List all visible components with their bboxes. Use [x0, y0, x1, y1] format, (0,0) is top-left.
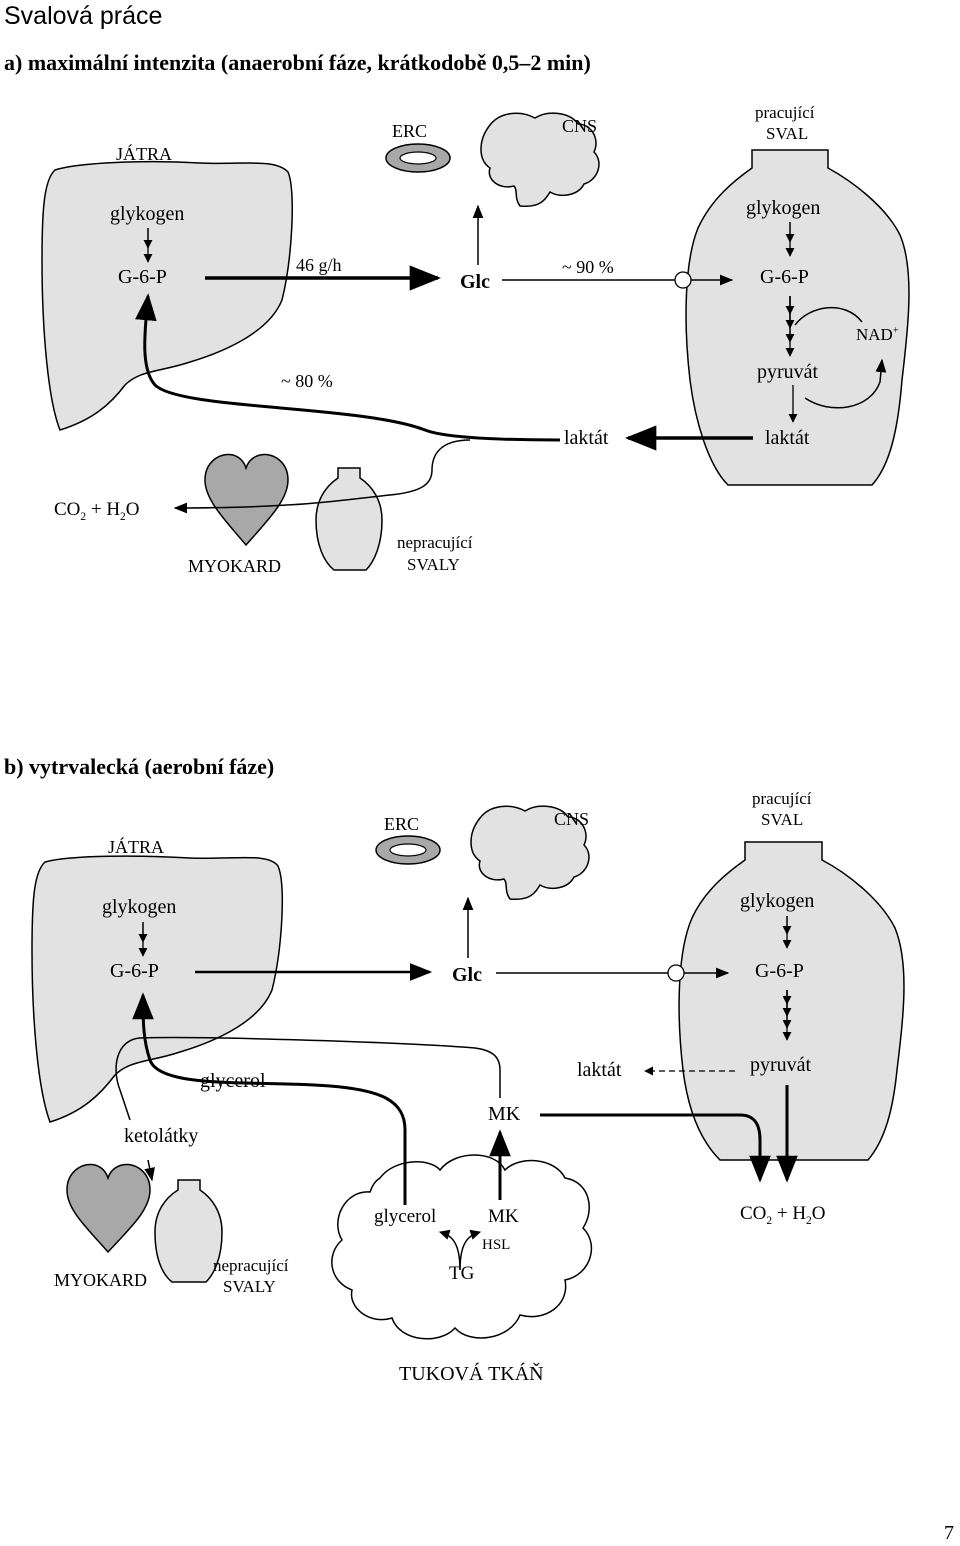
- rate-label: 46 g/h: [296, 255, 342, 275]
- adipose-tissue-label: TUKOVÁ TKÁŇ: [399, 1363, 544, 1385]
- muscle-lactate-a: laktát: [765, 427, 810, 449]
- erc-icon-a: [385, 143, 451, 173]
- liver-g6p-b: G-6-P: [110, 960, 159, 982]
- erc-label-a: ERC: [392, 121, 428, 141]
- cori-percent: ~ 80 %: [281, 371, 333, 391]
- co2-h2o-a: CO2 + H2O: [54, 499, 140, 523]
- co2-h2o-b: CO2 + H2O: [740, 1203, 826, 1227]
- heart-icon-a: [204, 453, 289, 547]
- working-muscle-label-b-1: pracující: [752, 789, 812, 808]
- resting-muscle-label-b-1: nepracující: [213, 1256, 289, 1275]
- pyruvate-label-b: pyruvát: [750, 1054, 812, 1076]
- adipose-cloud-shape: [331, 1154, 593, 1340]
- liver-shape-b: [31, 855, 283, 1123]
- muscle-glycogen-a: glykogen: [746, 197, 821, 219]
- page-title: Svalová práce: [4, 2, 163, 30]
- glycerol-label-b: glycerol: [200, 1070, 266, 1092]
- myocard-label-a: MYOKARD: [188, 556, 282, 576]
- uptake-percent: ~ 90 %: [562, 257, 614, 277]
- erc-icon-b: [375, 835, 441, 865]
- page-number: 7: [944, 1522, 954, 1544]
- glc-label-a: Glc: [460, 271, 490, 293]
- ketones-label: ketolátky: [124, 1125, 199, 1147]
- resting-muscle-shape-a: [315, 467, 383, 571]
- cns-label-a: CNS: [562, 116, 598, 136]
- cns-label-b: CNS: [554, 809, 590, 829]
- working-muscle-shape-a: [685, 149, 910, 486]
- section-b-heading: b) vytrvalecká (aerobní fáze): [4, 754, 275, 779]
- section-a-heading: a) maximální intenzita (anaerobní fáze, …: [4, 50, 591, 75]
- resting-muscle-label-b-2: SVALY: [223, 1277, 276, 1296]
- working-muscle-label-a-2: SVAL: [766, 124, 809, 143]
- myocard-label-b: MYOKARD: [54, 1270, 148, 1290]
- blood-lactate-a: laktát: [564, 427, 609, 449]
- glc-label-b: Glc: [452, 964, 482, 986]
- liver-label-b: JÁTRA: [108, 837, 165, 857]
- pyruvate-a: pyruvát: [757, 361, 819, 383]
- muscle-g6p-b: G-6-P: [755, 960, 804, 982]
- working-muscle-label-a-1: pracující: [755, 103, 815, 122]
- muscle-g6p-a: G-6-P: [760, 266, 809, 288]
- erc-label-b: ERC: [384, 814, 420, 834]
- adipose-glycerol-label: glycerol: [374, 1206, 437, 1227]
- brain-icon-a: [480, 112, 600, 208]
- liver-g6p-a: G-6-P: [118, 266, 167, 288]
- liver-label-a: JÁTRA: [116, 144, 173, 164]
- muscle-glycogen-b: glykogen: [740, 890, 815, 912]
- fatty-acids-label: MK: [488, 1103, 521, 1125]
- resting-muscle-label-a-1: nepracující: [397, 533, 473, 552]
- resting-muscle-label-a-2: SVALY: [407, 555, 460, 574]
- lactate-label-b: laktát: [577, 1059, 622, 1081]
- brain-icon-b: [470, 805, 590, 901]
- liver-shape-a: [41, 160, 293, 431]
- heart-icon-b: [66, 1163, 151, 1254]
- adipose-fa-label: MK: [488, 1206, 519, 1227]
- working-muscle-label-b-2: SVAL: [761, 810, 804, 829]
- liver-glycogen-b: glykogen: [102, 896, 177, 918]
- nad-label: NAD+: [856, 325, 899, 344]
- resting-muscle-shape-b: [154, 1179, 223, 1283]
- liver-glycogen-a: glykogen: [110, 203, 185, 225]
- tg-label: TG: [449, 1263, 475, 1284]
- hsl-label: HSL: [482, 1237, 511, 1253]
